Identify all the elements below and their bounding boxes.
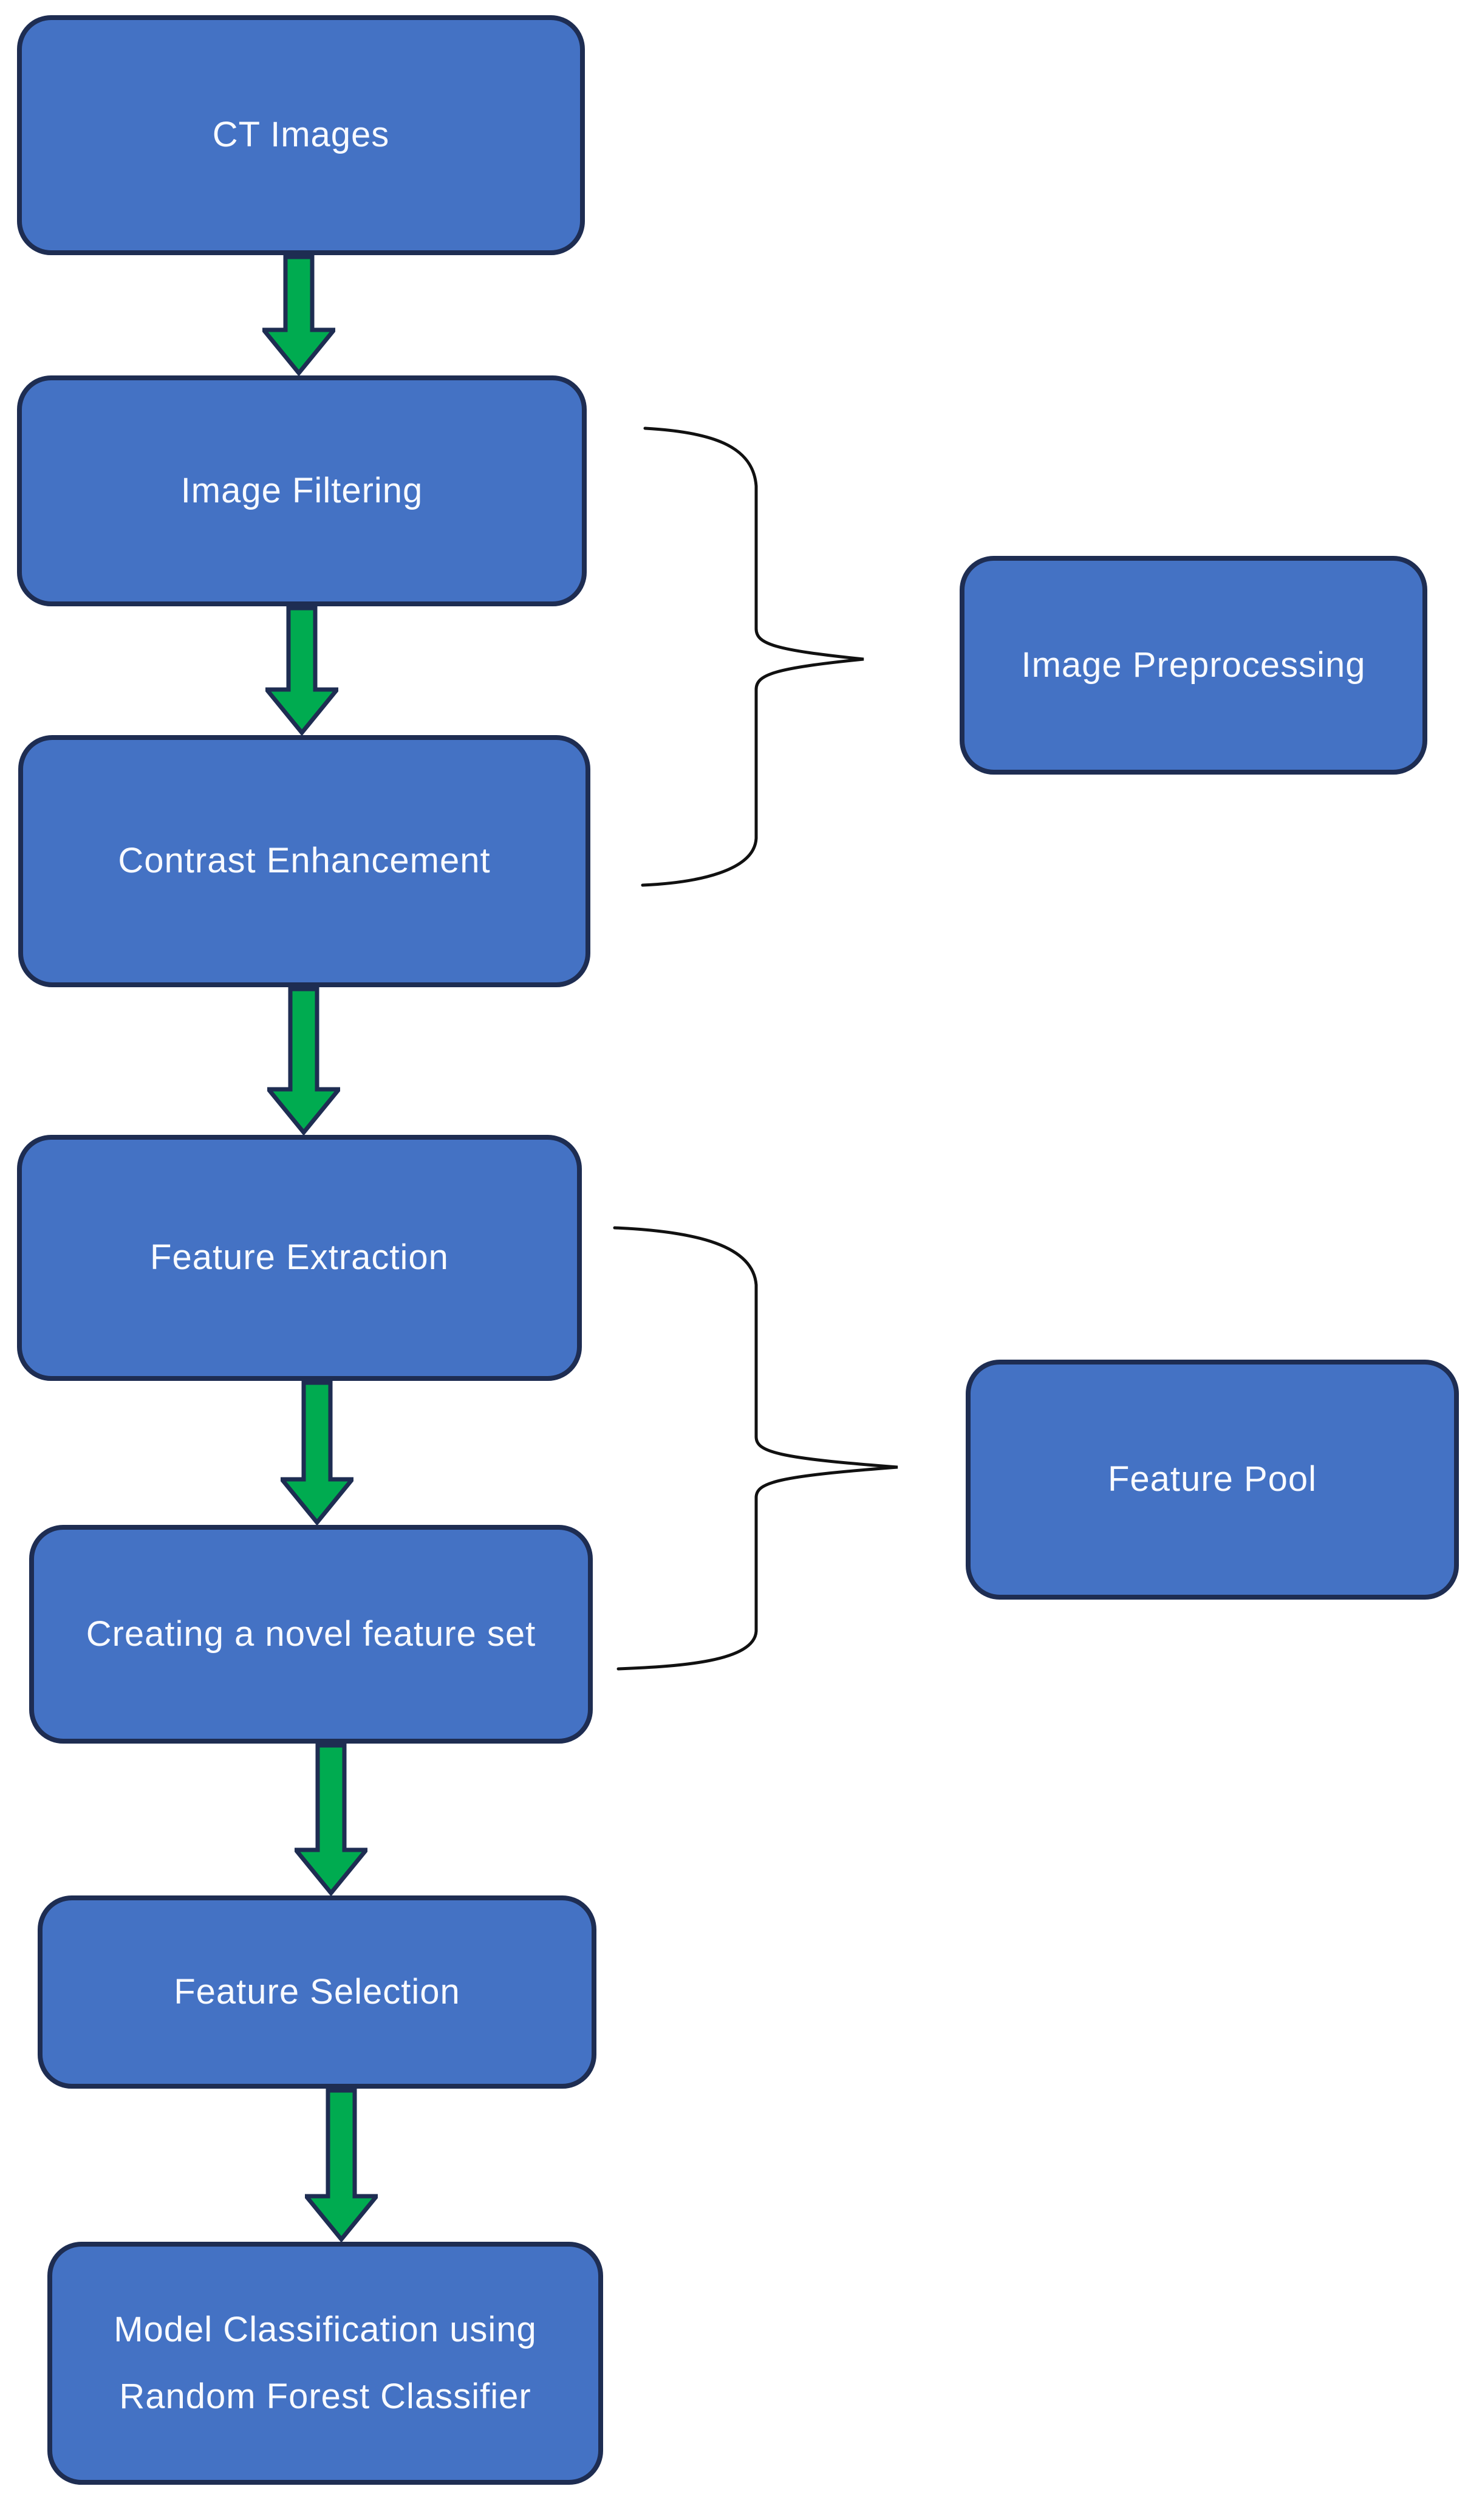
node-image-filtering: Image Filtering	[17, 375, 587, 606]
node-model-classification: Model Classification using Random Forest…	[47, 2242, 603, 2485]
node-feature-selection-label: Feature Selection	[174, 1971, 460, 2012]
node-contrast-enhancement-label: Contrast Enhancement	[118, 841, 491, 881]
node-feature-pool: Feature Pool	[966, 1360, 1459, 1600]
node-image-filtering-label: Image Filtering	[180, 470, 423, 510]
down-arrow-icon	[305, 2089, 378, 2242]
brace-feature-pool-icon	[601, 1212, 911, 1692]
node-model-classification-label: Model Classification using Random Forest…	[114, 2309, 537, 2416]
node-feature-extraction-label: Feature Extraction	[150, 1238, 449, 1278]
node-ct-images-label: CT Images	[212, 115, 390, 155]
down-arrow-icon	[295, 1744, 367, 1895]
brace-image-preprocessing-icon	[626, 416, 881, 896]
node-novel-feature-set-label: Creating a novel feature set	[86, 1614, 536, 1654]
down-arrow-icon	[267, 987, 340, 1135]
node-image-preprocessing-label: Image Preprocessing	[1021, 645, 1366, 685]
node-ct-images: CT Images	[17, 15, 585, 255]
node-image-preprocessing: Image Preprocessing	[960, 556, 1427, 775]
node-contrast-enhancement: Contrast Enhancement	[18, 735, 590, 987]
node-novel-feature-set: Creating a novel feature set	[29, 1525, 593, 1744]
node-feature-pool-label: Feature Pool	[1107, 1459, 1317, 1499]
down-arrow-icon	[265, 606, 338, 735]
node-feature-extraction: Feature Extraction	[17, 1135, 582, 1381]
down-arrow-icon	[262, 255, 335, 375]
down-arrow-icon	[281, 1381, 353, 1525]
node-feature-selection: Feature Selection	[38, 1895, 596, 2089]
